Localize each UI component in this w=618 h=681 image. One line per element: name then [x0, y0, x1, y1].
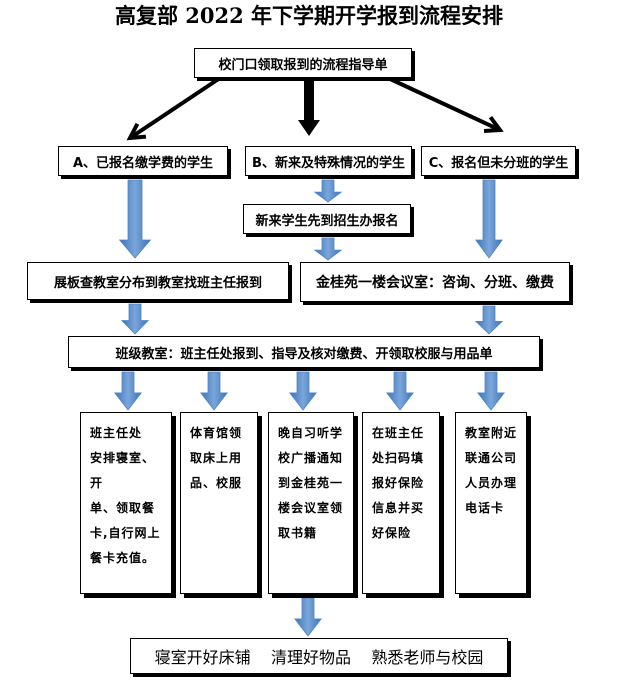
- arrow-tasks-to-final: [293, 597, 323, 637]
- arrow-classroom-to-task-5: [476, 371, 506, 411]
- arrow-b-step-to-c-step: [313, 237, 343, 261]
- arrow-start-to-b: [298, 78, 320, 136]
- arrow-a-step-to-classroom: [120, 303, 150, 335]
- branch-c-box: C、报名但未分班的学生: [421, 146, 576, 176]
- task-box-phone-card: 教室附近 联通公司 人员办理 电话卡: [455, 412, 527, 594]
- b-step-box: 新来学生先到招生办报名: [243, 204, 411, 234]
- task-box-insurance: 在班主任 处扫码填 报好保险 信息并买 好保险: [362, 412, 440, 594]
- start-box: 校门口领取报到的流程指导单: [194, 48, 412, 78]
- c-step-box: 金桂苑一楼会议室：咨询、分班、缴费: [300, 262, 570, 302]
- arrow-b-to-b-step: [313, 179, 343, 203]
- arrow-classroom-to-task-1: [113, 371, 143, 411]
- arrow-classroom-to-task-2: [199, 371, 229, 411]
- task-box-gym: 体育馆领 取床上用 品、校服: [180, 412, 258, 594]
- page-title: 高复部 2022 年下学期开学报到流程安排: [114, 3, 504, 28]
- arrow-start-to-c: [387, 76, 504, 134]
- final-box: 寝室开好床铺 清理好物品 熟悉老师与校园: [130, 638, 508, 674]
- arrow-classroom-to-task-3: [288, 371, 318, 411]
- a-step-box: 展板查教室分布到教室找班主任报到: [27, 262, 289, 300]
- classroom-box: 班级教室：班主任处报到、指导及核对缴费、开领取校服与用品单: [68, 336, 540, 368]
- arrow-classroom-to-task-4: [385, 371, 415, 411]
- task-box-dorm: 班主任处 安排寝室、开 单、领取餐 卡,自行网上 餐卡充值。: [80, 412, 172, 594]
- branch-a-box: A、已报名缴学费的学生: [58, 146, 228, 176]
- branch-b-box: B、新来及特殊情况的学生: [245, 146, 412, 176]
- task-box-books: 晚自习听学 校广播通知 到金桂苑一 楼会议室领 取书籍: [268, 412, 354, 594]
- arrow-c-step-to-classroom: [474, 305, 504, 335]
- arrow-a-to-a-step: [118, 179, 152, 259]
- arrow-start-to-a: [126, 76, 222, 141]
- arrow-c-to-c-step: [475, 179, 503, 259]
